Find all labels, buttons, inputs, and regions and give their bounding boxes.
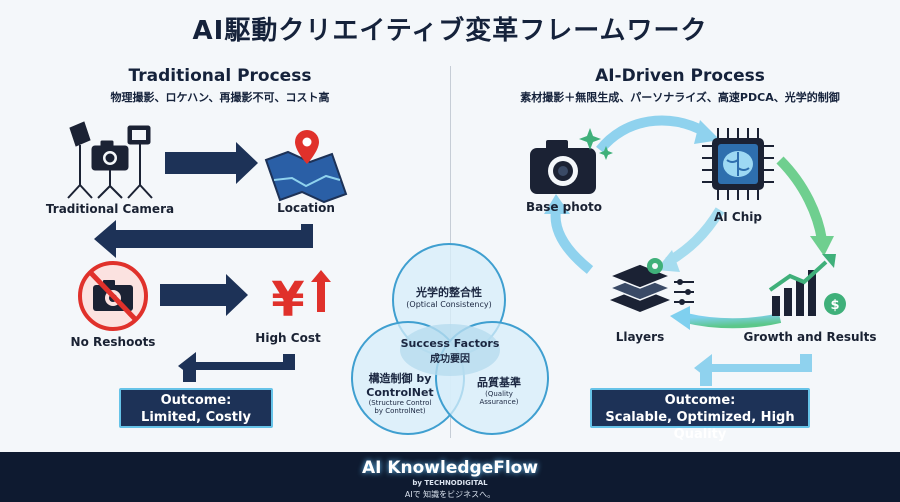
outcome-ai-value: Scalable, Optimized, High Quality <box>605 410 795 442</box>
growth-chart-icon: $ <box>768 254 846 316</box>
ai-chip-icon <box>702 128 774 200</box>
label-ai-chip: AI Chip <box>714 210 762 224</box>
page-title: AI駆動クリエイティブ変革フレームワーク <box>192 16 708 46</box>
ai-subheading: 素材撮影＋無限生成、パーソナライズ、高速PDCA、光学的制御 <box>520 91 840 104</box>
map-pin-icon <box>264 130 348 204</box>
diagram-graphics: ¥ <box>67 115 846 435</box>
cycle-arrows <box>544 115 834 330</box>
ai-heading: AI-Driven Process <box>595 66 765 86</box>
outcome-traditional-label: Outcome: <box>160 393 232 408</box>
footer-tagline: AIで 知識をビジネスへ。 <box>404 490 496 499</box>
layers-icon <box>607 258 694 312</box>
label-location: Location <box>277 201 335 215</box>
outcome-ai-label: Outcome: <box>664 393 736 408</box>
svg-text:¥: ¥ <box>271 272 304 328</box>
label-high-cost: High Cost <box>255 331 321 345</box>
svg-text:$: $ <box>830 298 839 313</box>
arrow-to-outcome-right <box>694 354 812 382</box>
label-no-reshoots: No Reshoots <box>70 335 156 349</box>
arrow-to-outcome-left <box>178 352 295 380</box>
footer-brand: AI KnowledgeFlow <box>361 458 539 478</box>
venn-diagram <box>351 243 549 435</box>
traditional-camera-icon <box>67 121 153 199</box>
arrow-to-cost <box>160 274 248 316</box>
outcome-traditional: Outcome: Limited, Costly <box>119 388 273 428</box>
label-base-photo: Base photo <box>525 200 603 214</box>
traditional-subheading: 物理撮影、ロケハン、再撮影不可、コスト高 <box>110 91 330 104</box>
arrow-to-location <box>165 142 258 184</box>
arrow-to-reshoots <box>94 220 313 258</box>
outcome-traditional-value: Limited, Costly <box>141 410 251 425</box>
label-traditional-camera: Traditional Camera <box>45 202 175 216</box>
no-reshoots-icon <box>78 261 148 331</box>
venn-left: 構造制御 by ControlNet (Structure Control by… <box>366 372 434 415</box>
label-layers: Llayers <box>615 330 665 344</box>
yen-arrow-icon: ¥ <box>271 270 331 328</box>
footer-by: by TECHNODIGITAL <box>412 479 488 487</box>
venn-top: 光学的整合性 (Optical Consistency) <box>406 286 492 309</box>
camera-icon <box>530 128 613 194</box>
outcome-ai: Outcome: Scalable, Optimized, High Quali… <box>590 388 810 442</box>
footer-bar <box>0 452 900 502</box>
label-growth: Growth and Results <box>743 330 877 344</box>
venn-right: 品質基準 (Quality Assurance) <box>477 376 521 406</box>
traditional-heading: Traditional Process <box>128 66 312 86</box>
venn-center: Success Factors 成功要因 <box>400 337 500 365</box>
